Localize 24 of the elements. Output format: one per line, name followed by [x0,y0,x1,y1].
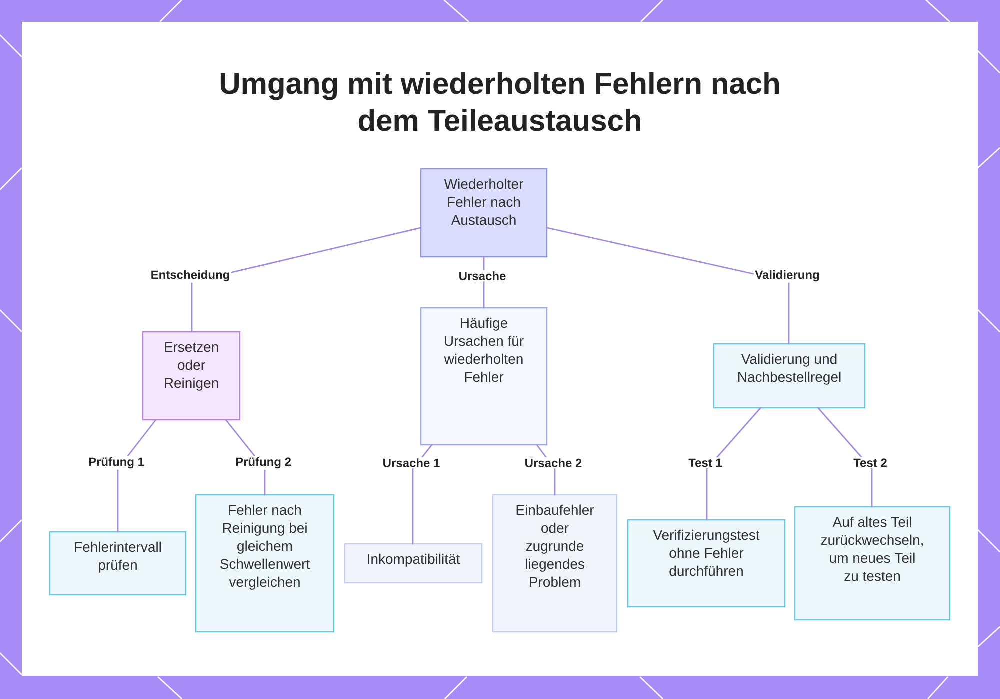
connector-line [546,227,790,345]
connector-line [412,444,433,545]
process-box: Inkompatibilität [344,543,483,584]
process-box: Fehler nach Reinigung bei gleichem Schwellenwert vergleichen [195,494,335,633]
process-box: Ersetzen oder Reinigen [142,331,241,421]
edge-label: Validierung [754,269,822,283]
process-box: Fehlerintervall prüfen [49,531,187,596]
title: Umgang mit wiederholten Fehlern nach dem Teileaustausch [220,72,780,132]
edge-label: Ursache [458,270,508,282]
process-box: Wiederholter Fehler nach Austausch [420,168,548,258]
process-box: Häufige Ursachen für wiederholten Fehler [420,307,548,446]
edge-label: Ursache 2 [524,457,584,469]
edge-label: Prüfung 1 [87,456,146,470]
edge-label: Test 1 [687,458,724,468]
process-box: Auf altes Teil zurückwechseln, um neues Teil zu testen [794,506,951,621]
edge-label: Ursache 1 [382,457,442,469]
process-box: Validierung und Nachbestellregel [713,343,866,409]
connector-line [818,407,873,508]
connector-line [706,407,762,521]
edge-label: Test 2 [852,458,889,468]
edge-label: Prüfung 2 [234,456,293,470]
process-box: Einbaufehler oder zugrunde liegendes Problem [492,494,618,633]
edge-label: Entscheidung [150,269,232,283]
process-box: Verifizierungstest ohne Fehler durchführen [627,519,786,608]
